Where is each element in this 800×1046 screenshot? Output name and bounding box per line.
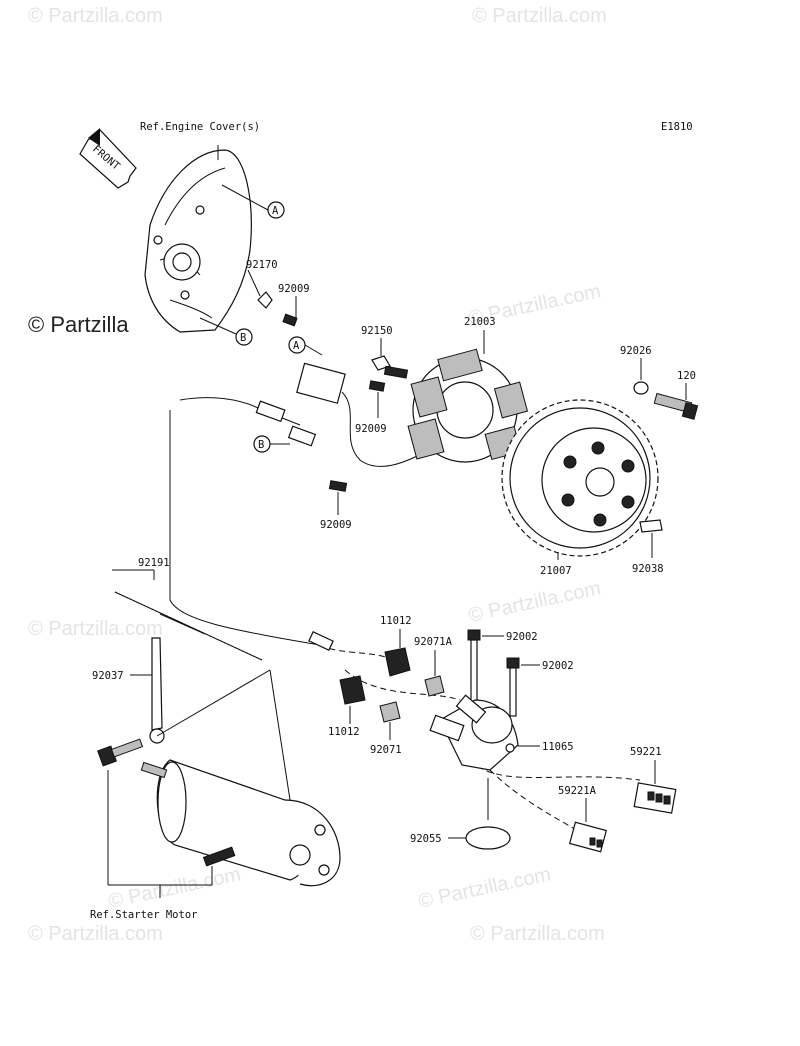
part-92038: 92038 <box>632 519 664 575</box>
part-21003: 21003 <box>407 316 529 463</box>
part-92071A: 92071A <box>414 636 453 697</box>
svg-text:B: B <box>240 332 246 344</box>
svg-text:11012: 11012 <box>328 726 360 738</box>
svg-text:B: B <box>258 439 264 451</box>
marker-a-mid: A <box>288 336 323 356</box>
part-11012-top: 11012 <box>380 615 412 677</box>
svg-text:92170: 92170 <box>246 259 278 271</box>
svg-text:92037: 92037 <box>92 670 124 682</box>
engine-cover-reference: Ref.Engine Cover(s) <box>140 121 260 133</box>
part-21007: 21007 <box>501 399 659 577</box>
svg-text:92009: 92009 <box>355 423 387 435</box>
watermark-text: © Partzilla.com <box>466 577 602 627</box>
watermark-text: © Partzilla.com <box>470 923 605 945</box>
svg-text:92150: 92150 <box>361 325 393 337</box>
watermark-text: © Partzilla.com <box>28 5 163 27</box>
marker-b-mid: B <box>253 435 290 453</box>
svg-text:A: A <box>293 340 300 352</box>
engine-cover-illustration <box>144 145 269 333</box>
starter-motor-reference: Ref.Starter Motor <box>90 909 197 921</box>
watermark-text: © Partzilla.com <box>106 863 242 913</box>
part-92150: 92150 <box>361 325 409 379</box>
part-120: 120 <box>653 370 699 420</box>
part-92026: 92026 <box>620 345 652 395</box>
svg-text:92038: 92038 <box>632 563 664 575</box>
svg-text:92071: 92071 <box>370 744 402 756</box>
svg-text:59221A: 59221A <box>558 785 597 797</box>
part-92002-a: 92002 <box>467 629 538 703</box>
part-59221A: 59221A <box>558 785 608 853</box>
svg-text:21003: 21003 <box>464 316 496 328</box>
svg-text:92009: 92009 <box>320 519 352 531</box>
starter-motor-illustration <box>97 669 341 898</box>
part-92009-mid: 92009 <box>355 380 387 435</box>
diagram-code: E1810 <box>661 121 693 133</box>
svg-text:92071A: 92071A <box>414 636 453 648</box>
svg-text:92191: 92191 <box>138 557 170 569</box>
marker-a-top: A <box>267 201 285 219</box>
watermark-text: © Partzilla.com <box>472 5 607 27</box>
svg-text:92002: 92002 <box>542 660 574 672</box>
front-arrow-icon: FRONT <box>79 128 137 189</box>
part-92009-top: 92009 <box>278 283 310 327</box>
part-92009-low: 92009 <box>320 480 352 531</box>
svg-text:21007: 21007 <box>540 565 572 577</box>
part-59221: 59221 <box>630 746 677 814</box>
svg-text:59221: 59221 <box>630 746 662 758</box>
part-92170: 92170 <box>246 259 278 309</box>
svg-text:11012: 11012 <box>380 615 412 627</box>
copyright-logo: © Partzilla <box>28 312 129 337</box>
svg-text:92009: 92009 <box>278 283 310 295</box>
part-92002-b: 92002 <box>506 657 574 717</box>
part-92055: 92055 <box>410 778 511 850</box>
part-92071: 92071 <box>370 701 402 756</box>
watermark-text: © Partzilla.com <box>28 923 163 945</box>
part-92191: 92191 <box>112 557 263 661</box>
svg-text:11065: 11065 <box>542 741 574 753</box>
watermark-text: © Partzilla.com <box>416 863 552 913</box>
svg-text:92026: 92026 <box>620 345 652 357</box>
svg-text:92002: 92002 <box>506 631 538 643</box>
svg-text:A: A <box>272 205 279 217</box>
pickup-coil-illustration <box>169 362 426 646</box>
svg-text:120: 120 <box>677 370 696 382</box>
part-92037: 92037 <box>92 637 165 744</box>
marker-b-top: B <box>199 317 253 346</box>
watermark-text: © Partzilla.com <box>28 618 163 640</box>
part-11065: 11065 <box>429 694 574 771</box>
part-11012-low: 11012 <box>328 675 366 738</box>
svg-text:92055: 92055 <box>410 833 442 845</box>
